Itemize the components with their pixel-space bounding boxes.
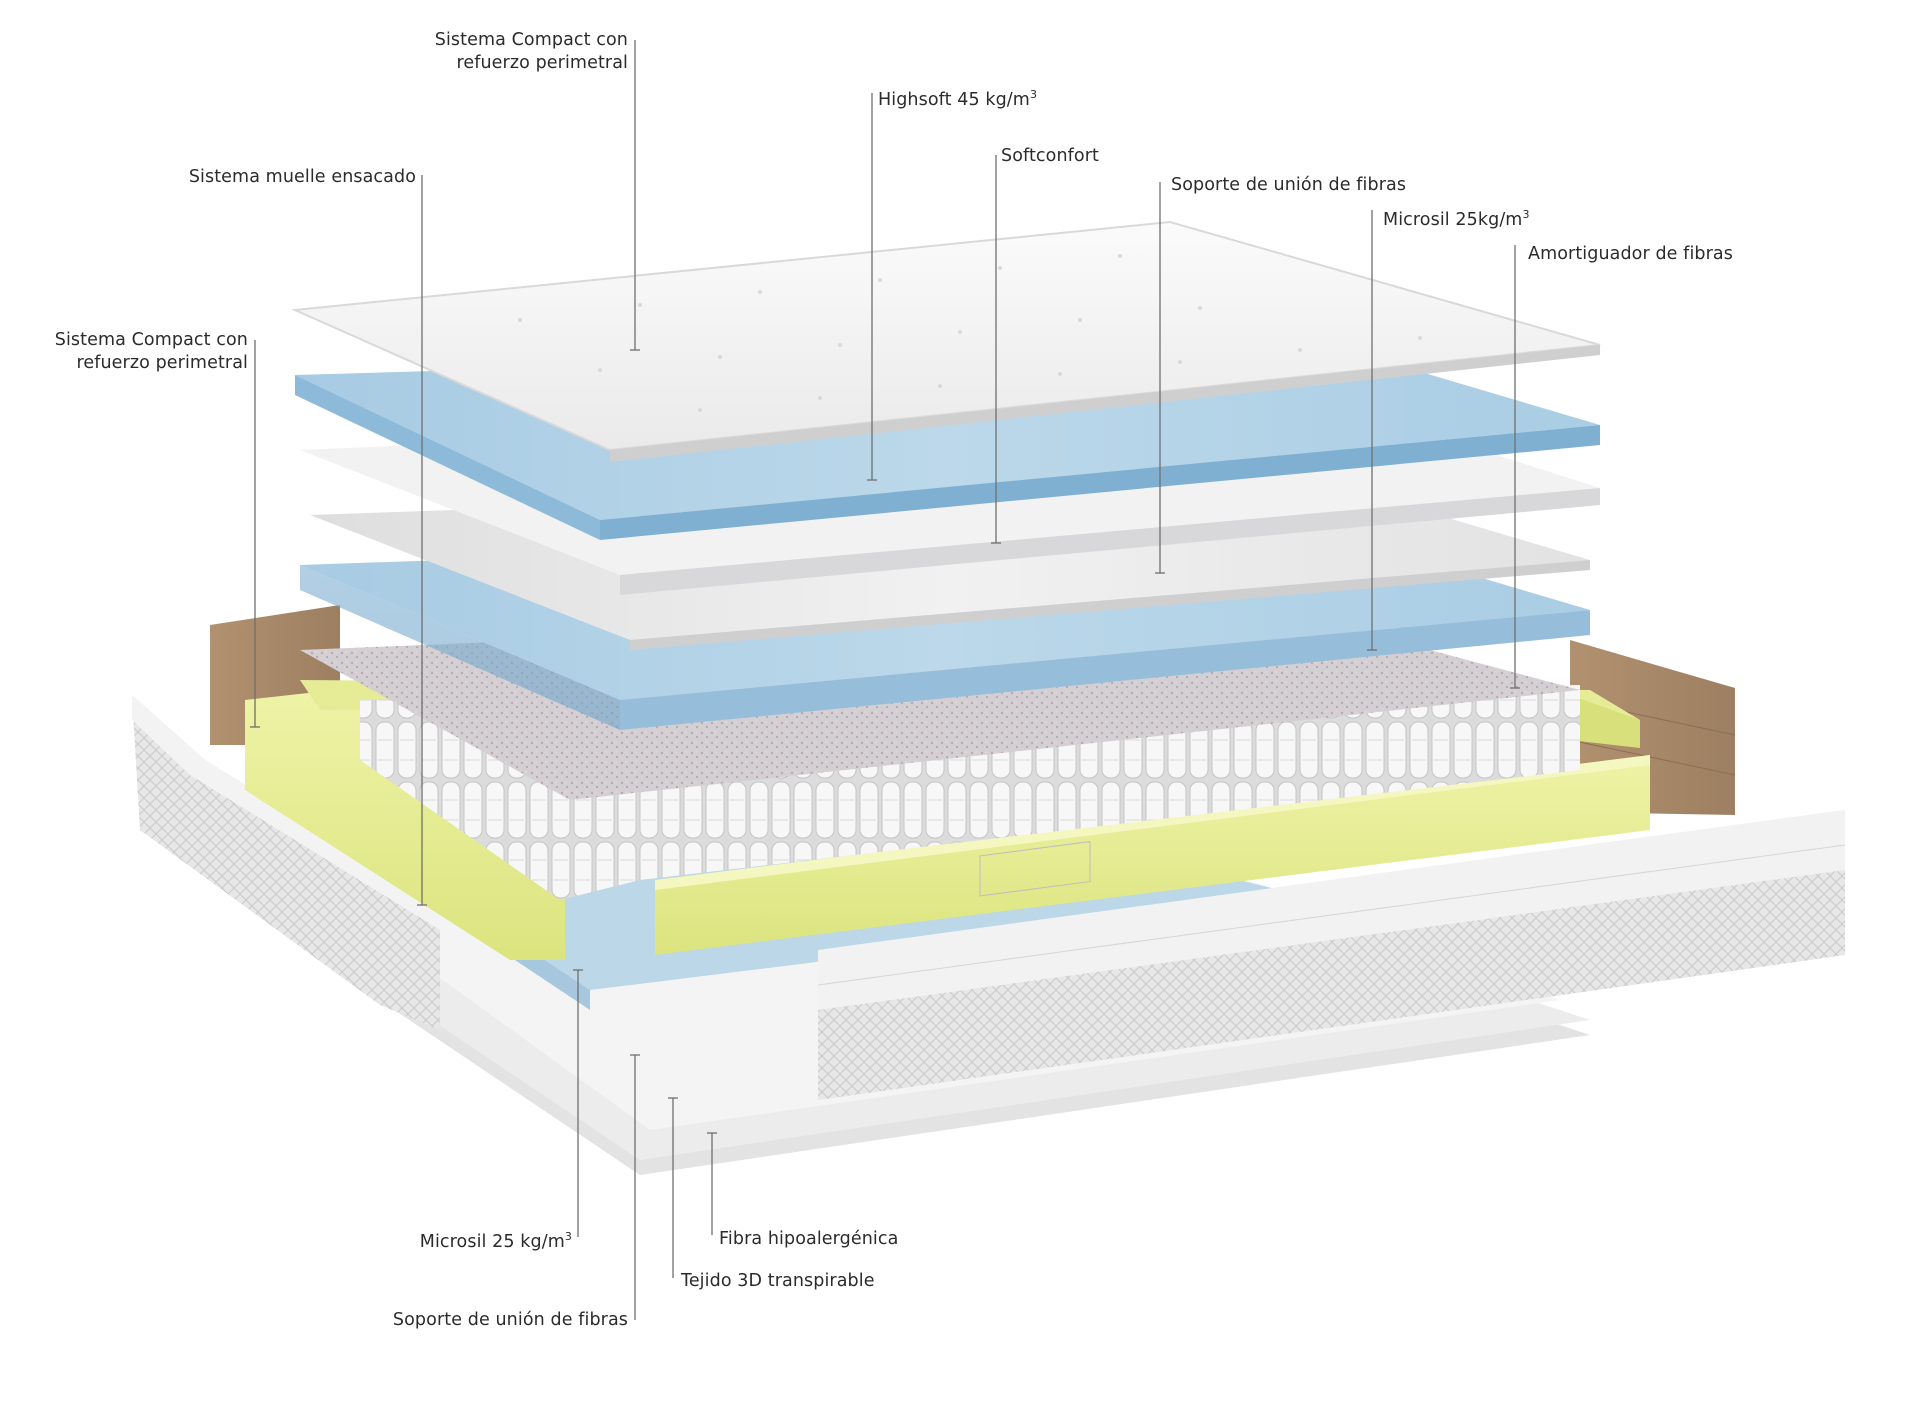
- label-microsil-top: Microsil 25kg/m3: [1383, 203, 1530, 232]
- label-soporte-bottom: Soporte de unión de fibras: [392, 1310, 628, 1330]
- label-microsil-top-text: Microsil 25kg/m: [1383, 210, 1523, 230]
- label-compact-top-line2: refuerzo perimetral: [456, 53, 628, 73]
- label-compact-top-line1: Sistema Compact con: [434, 30, 628, 50]
- front-quilted-side: [817, 810, 1846, 1100]
- label-microsil-top-sup: 3: [1522, 208, 1530, 221]
- label-highsoft-text: Highsoft 45 kg/m: [878, 90, 1030, 110]
- label-compact-left: Sistema Compact con refuerzo perimetral: [20, 329, 248, 375]
- label-fibra: Fibra hipoalergénica: [719, 1229, 899, 1249]
- label-compact-left-line1: Sistema Compact con: [54, 330, 248, 350]
- label-compact-left-line2: refuerzo perimetral: [76, 353, 248, 373]
- label-compact-top: Sistema Compact con refuerzo perimetral: [400, 29, 628, 75]
- label-microsil-bottom-text: Microsil 25 kg/m: [419, 1232, 565, 1252]
- label-microsil-bottom-sup: 3: [564, 1230, 572, 1243]
- label-tejido: Tejido 3D transpirable: [681, 1271, 875, 1291]
- label-soporte-top: Soporte de unión de fibras: [1171, 175, 1407, 195]
- label-highsoft: Highsoft 45 kg/m3: [878, 83, 1037, 112]
- leader-lines: [250, 40, 1520, 1320]
- label-softconfort: Softconfort: [1001, 146, 1099, 166]
- label-highsoft-sup: 3: [1029, 88, 1038, 101]
- label-microsil-bottom: Microsil 25 kg/m3: [380, 1225, 572, 1254]
- label-amortiguador: Amortiguador de fibras: [1528, 244, 1733, 264]
- label-sistema-muelle: Sistema muelle ensacado: [188, 167, 416, 187]
- top-quilted-cover: [291, 220, 1601, 462]
